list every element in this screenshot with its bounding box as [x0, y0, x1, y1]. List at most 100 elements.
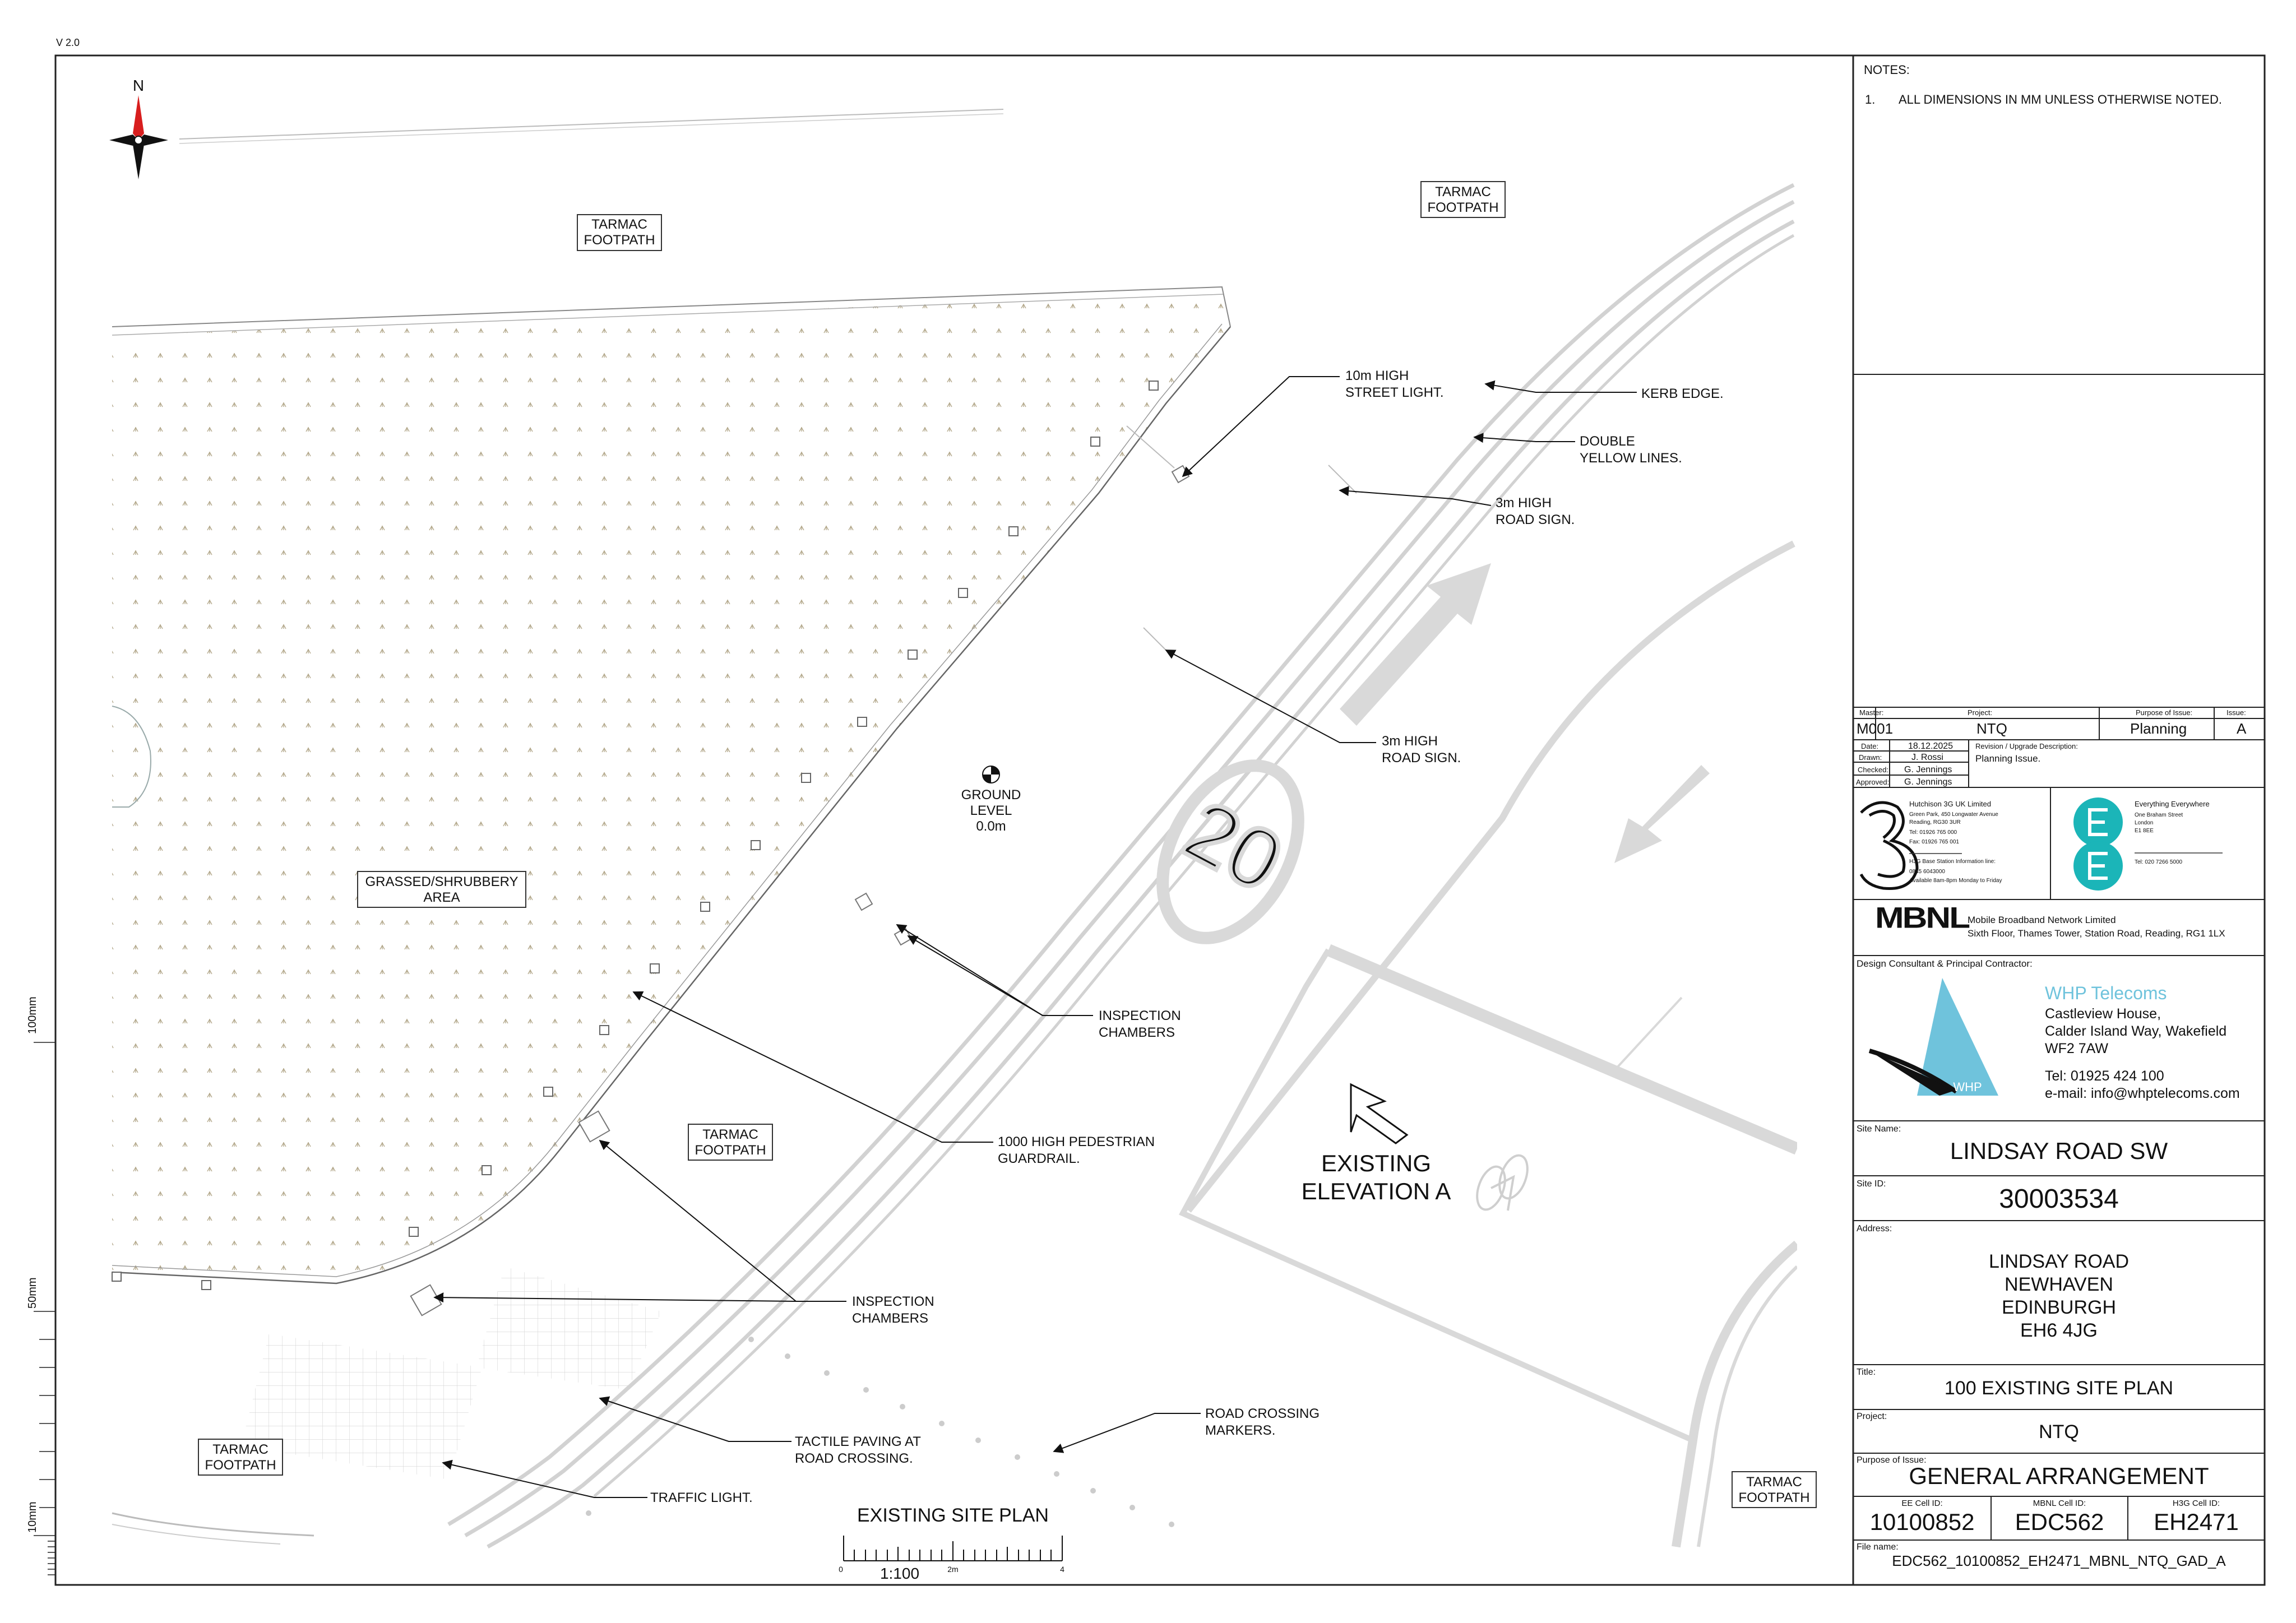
address-line-1: LINDSAY ROAD — [1988, 1251, 2130, 1272]
purpose2-label: Purpose of Issue: — [1857, 1455, 1927, 1465]
inspection-1b: CHAMBERS — [1099, 1025, 1175, 1040]
crossing-markers-1: ROAD CROSSING — [1205, 1406, 1320, 1421]
whp-address-1: Castleview House, — [2045, 1006, 2161, 1022]
kerb-edge: KERB EDGE. — [1641, 386, 1724, 401]
ruler-label-50mm: 50mm — [26, 1277, 39, 1309]
guardrail-1: 1000 HIGH PEDESTRIAN — [998, 1134, 1155, 1149]
plan-title: EXISTING SITE PLAN — [857, 1505, 1049, 1526]
elevation-1: EXISTING — [1321, 1150, 1431, 1176]
grassed-area — [112, 293, 1230, 1283]
project2-value: NTQ — [2039, 1421, 2079, 1443]
three-info-2: 0845 6043000 — [1909, 869, 1945, 875]
date-value: 18.12.2025 — [1908, 741, 1954, 751]
scale-tick-4: 4 — [1060, 1565, 1064, 1574]
notes-heading: NOTES: — [1864, 63, 1910, 77]
tarmac-top-left-2: FOOTPATH — [584, 233, 655, 248]
whp-address-3: WF2 7AW — [2045, 1041, 2108, 1056]
note-1-text: ALL DIMENSIONS IN MM UNLESS OTHERWISE NO… — [1899, 92, 2222, 106]
issue-label: Issue: — [2226, 708, 2246, 717]
ground-level-3: 0.0m — [976, 819, 1006, 834]
drawn-value: J. Rossi — [1911, 753, 1943, 762]
yellow-lines-2: YELLOW LINES. — [1580, 451, 1682, 466]
h3g-cell-value: EH2471 — [2154, 1509, 2239, 1535]
purpose-value: Planning — [2130, 720, 2187, 737]
date-label: Date: — [1861, 742, 1879, 750]
grassed-label-2: AREA — [423, 890, 460, 905]
mbnl-logo: MBNL — [1875, 901, 1970, 935]
tarmac-middle-1: TARMAC — [702, 1127, 758, 1142]
whp-company: WHP Telecoms — [2045, 983, 2167, 1003]
consultant-label: Design Consultant & Principal Contractor… — [1857, 958, 2033, 969]
bicycle-marking — [1476, 1154, 1529, 1211]
whp-logo-text: WHP — [1953, 1080, 1982, 1094]
crossing-markers — [586, 1337, 1174, 1527]
inspection-2a: INSPECTION — [852, 1294, 934, 1309]
mbnl-company: Mobile Broadband Network Limited — [1968, 915, 2116, 925]
tarmac-middle-2: FOOTPATH — [695, 1143, 766, 1158]
site-name: LINDSAY ROAD SW — [1950, 1138, 2168, 1164]
elevation-arrow — [1350, 1083, 1409, 1144]
ee-address-2: London — [2135, 820, 2154, 826]
drawing-title: 100 EXISTING SITE PLAN — [1944, 1378, 2174, 1399]
tactile-paving-1 — [476, 1267, 661, 1390]
h3g-cell-label: H3G Cell ID: — [2172, 1499, 2220, 1508]
three-tel: Tel: 01926 765 000 — [1909, 829, 1957, 836]
inspection-1a: INSPECTION — [1099, 1008, 1181, 1023]
note-1-num: 1. — [1865, 92, 1876, 106]
inspection-2b: CHAMBERS — [852, 1311, 928, 1326]
ee-address-3: E1 8EE — [2135, 828, 2154, 834]
north-label: N — [133, 77, 144, 94]
file-label: File name: — [1857, 1542, 1899, 1552]
mbnl-cell-label: MBNL Cell ID: — [2033, 1499, 2086, 1508]
master-value: M001 — [1857, 720, 1894, 737]
tarmac-bottom-left-2: FOOTPATH — [205, 1458, 276, 1473]
address-line-4: EH6 4JG — [2020, 1320, 2098, 1341]
ee-tel: Tel: 020 7266 5000 — [2135, 859, 2183, 865]
three-fax: Fax: 01926 765 001 — [1909, 839, 1959, 845]
tarmac-bottom-right-1: TARMAC — [1746, 1474, 1802, 1490]
whp-address-2: Calder Island Way, Wakefield — [2045, 1023, 2227, 1039]
road-sign-1b: ROAD SIGN. — [1496, 512, 1575, 527]
file-name: EDC562_10100852_EH2471_MBNL_NTQ_GAD_A — [1892, 1552, 2226, 1569]
annotations: 10m HIGH STREET LIGHT. KERB EDGE. DOUBLE… — [650, 368, 1724, 1505]
whp-tel: Tel: 01925 424 100 — [2045, 1068, 2164, 1084]
address-line-3: EDINBURGH — [2001, 1297, 2117, 1318]
checked-value: G. Jennings — [1904, 765, 1952, 775]
road-sign-1a: 3m HIGH — [1496, 495, 1552, 511]
drawn-label: Drawn: — [1859, 753, 1882, 762]
three-address-2: Reading, RG30 3UR — [1909, 819, 1961, 826]
speed-roundel — [1156, 759, 1304, 944]
leader-lines — [433, 376, 1637, 1498]
revision-label: Revision / Upgrade Description: — [1975, 742, 2078, 750]
mbnl-cell-value: EDC562 — [2015, 1509, 2104, 1535]
scale-tick-0: 0 — [839, 1565, 843, 1574]
master-label: Master: — [1859, 708, 1884, 717]
three-company: Hutchison 3G UK Limited — [1909, 800, 1991, 808]
sheet-border — [54, 54, 2266, 1586]
tactile-paving-2 — [241, 1334, 482, 1480]
site-name-label: Site Name: — [1857, 1124, 1901, 1134]
ruler-label-10mm: 10mm — [26, 1501, 39, 1533]
traffic-light: TRAFFIC LIGHT. — [650, 1490, 753, 1505]
road-arrow-up — [1340, 563, 1491, 726]
road-arrow-down — [1614, 765, 1710, 863]
version-label: V 2.0 — [56, 37, 80, 48]
tarmac-top-right-2: FOOTPATH — [1427, 200, 1498, 215]
three-info-3: Available 8am-8pm Monday to Friday — [1909, 878, 2002, 884]
mbnl-address: Sixth Floor, Thames Tower, Station Road,… — [1968, 928, 2225, 939]
tactile-2: ROAD CROSSING. — [795, 1451, 913, 1466]
tactile-1: TACTILE PAVING AT — [795, 1434, 921, 1449]
ee-address-1: One Braham Street — [2135, 812, 2183, 818]
tarmac-bottom-left-1: TARMAC — [212, 1442, 269, 1457]
project-value: NTQ — [1976, 720, 2007, 737]
yellow-lines-1: DOUBLE — [1580, 434, 1635, 449]
approved-value: G. Jennings — [1904, 777, 1952, 787]
ground-level-2: LEVEL — [970, 803, 1012, 818]
street-light-1: 10m HIGH — [1345, 368, 1409, 383]
address-line-2: NEWHAVEN — [2005, 1274, 2113, 1295]
crossing-markers-2: MARKERS. — [1205, 1423, 1275, 1438]
ground-level-1: GROUND — [961, 787, 1021, 803]
tarmac-top-right-1: TARMAC — [1435, 184, 1491, 200]
